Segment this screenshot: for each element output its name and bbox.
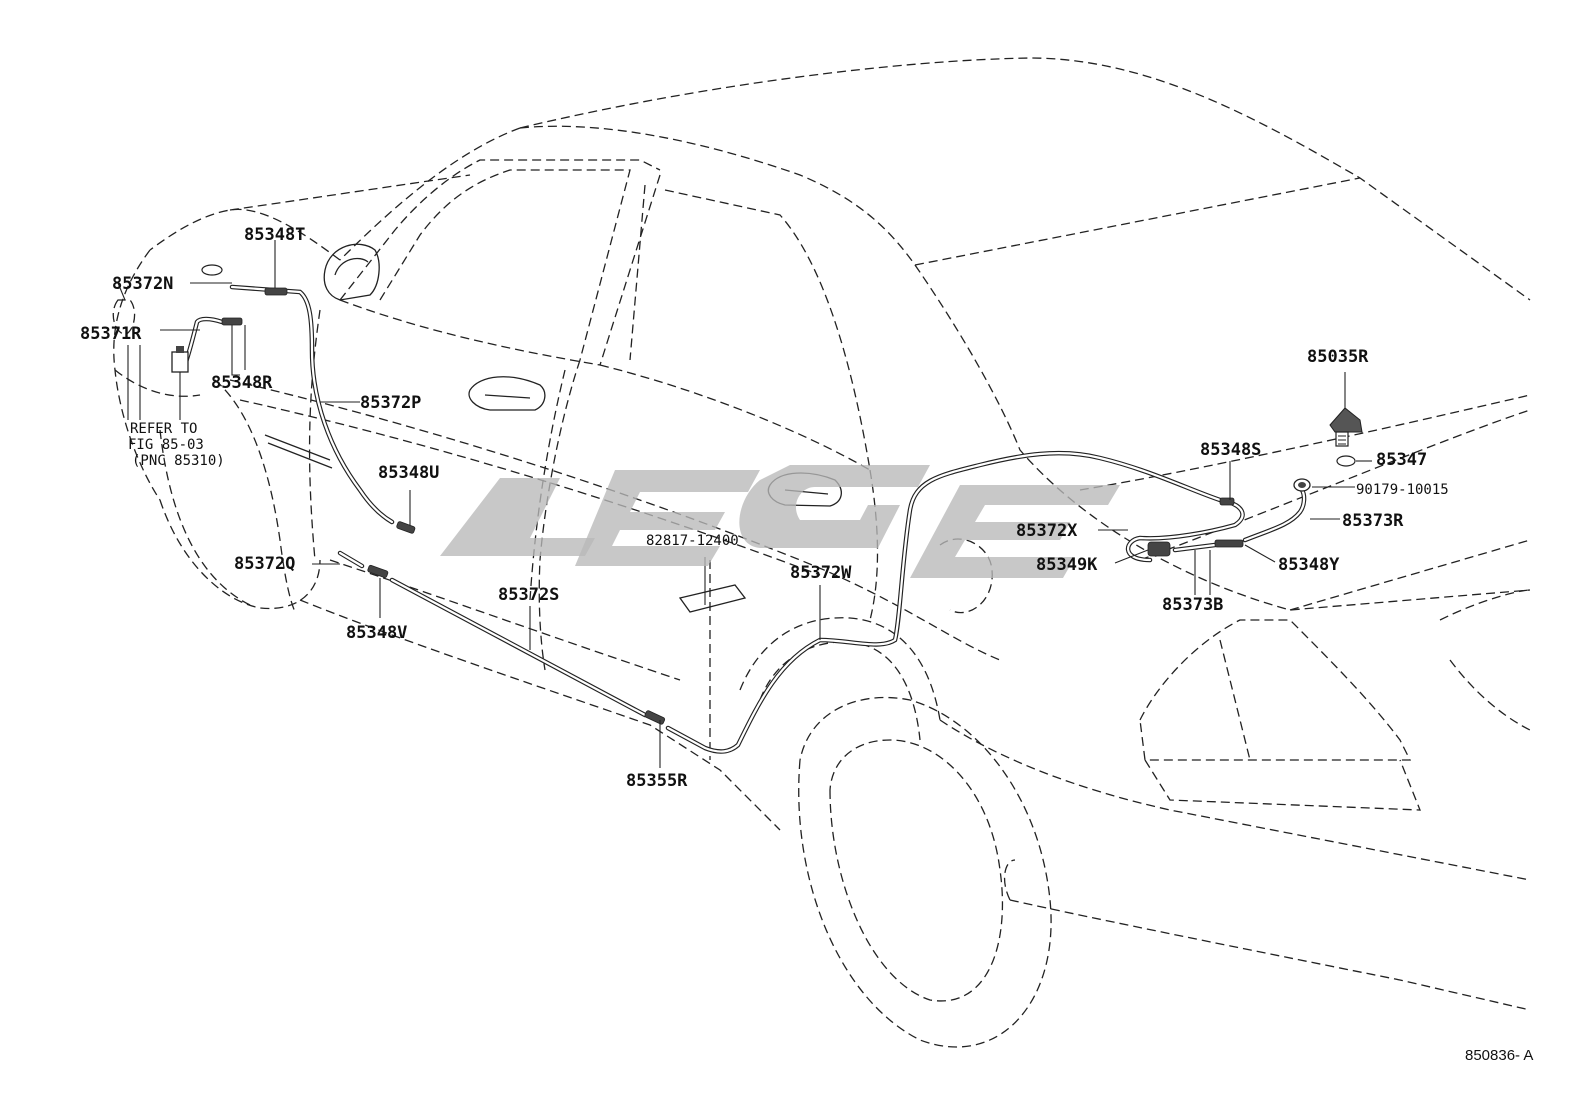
valve-85349K — [1147, 541, 1171, 557]
hose-joints — [221, 287, 1244, 725]
reference-note-line1: REFER TO — [130, 421, 197, 437]
part-label-85372Q[interactable]: 85372Q — [234, 554, 295, 574]
part-label-85348U[interactable]: 85348U — [378, 463, 439, 483]
washer-motor-icon — [171, 346, 189, 420]
part-label-85349K[interactable]: 85349K — [1036, 555, 1098, 575]
car-body-outline — [113, 57, 1531, 1048]
joint-85348R — [221, 317, 243, 326]
reference-note-line2: FIG 85-03 — [128, 437, 204, 453]
part-label-85373R[interactable]: 85373R — [1342, 511, 1404, 531]
part-label-85372P[interactable]: 85372P — [360, 393, 421, 413]
part-labels: 85348T 85372N 85371R 85348R 85372P 85348… — [80, 225, 1449, 791]
part-label-90179-10015[interactable]: 90179-10015 — [1356, 482, 1449, 498]
part-label-85371R[interactable]: 85371R — [80, 324, 142, 344]
part-label-85372S[interactable]: 85372S — [498, 585, 559, 605]
joint-85348U — [396, 521, 416, 534]
part-label-85373B[interactable]: 85373B — [1162, 595, 1223, 615]
washer-hose-routing — [182, 284, 1307, 754]
reference-note-line3: (PNC 85310) — [132, 453, 225, 469]
washer-nozzle-icon — [1329, 407, 1363, 447]
part-label-85348Y[interactable]: 85348Y — [1278, 555, 1340, 575]
washer-reservoir-icon — [112, 264, 223, 336]
washer-nozzle-gasket-icon — [1336, 455, 1356, 467]
joint-85348T — [264, 287, 288, 296]
joint-85348S — [1219, 497, 1235, 506]
leader-lines — [117, 240, 1372, 768]
figure-id: 850836- A — [1465, 1047, 1533, 1064]
part-label-85348T[interactable]: 85348T — [244, 225, 305, 245]
part-label-85355R[interactable]: 85355R — [626, 771, 688, 791]
part-label-85035R[interactable]: 85035R — [1307, 347, 1369, 367]
watermark-graphic — [440, 465, 1120, 578]
reference-note: REFER TO FIG 85-03 (PNC 85310) — [128, 421, 225, 469]
part-label-85372X[interactable]: 85372X — [1016, 521, 1078, 541]
part-label-85372N[interactable]: 85372N — [112, 274, 173, 294]
part-label-85348V[interactable]: 85348V — [346, 623, 407, 643]
joint-85348Y — [1214, 539, 1244, 548]
part-label-85372W[interactable]: 85372W — [790, 563, 852, 583]
joint-85355R — [644, 710, 666, 725]
part-label-85348S[interactable]: 85348S — [1200, 440, 1261, 460]
joint-85348V — [367, 564, 389, 579]
part-label-82817-12400[interactable]: 82817-12400 — [646, 533, 739, 549]
part-label-85348R[interactable]: 85348R — [211, 373, 273, 393]
part-label-85347[interactable]: 85347 — [1376, 450, 1427, 470]
grommet-icon — [1293, 478, 1311, 492]
